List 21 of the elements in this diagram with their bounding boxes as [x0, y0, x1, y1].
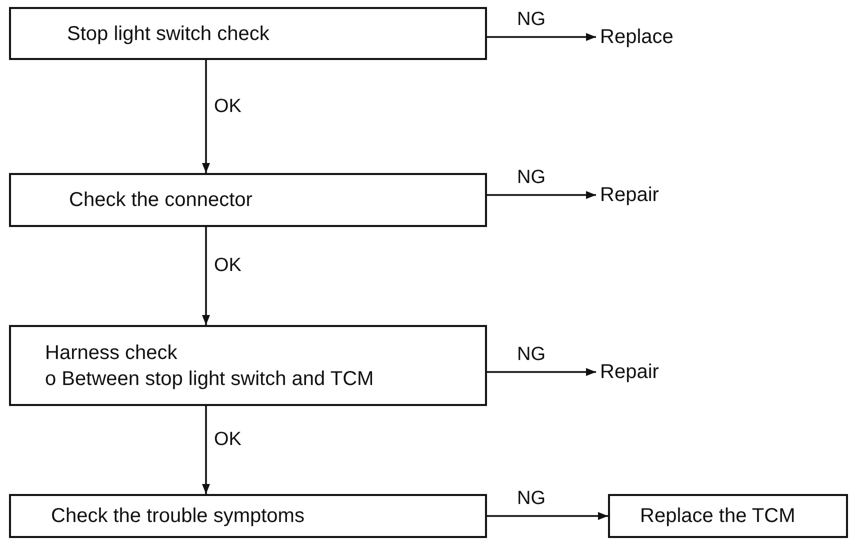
process-box: [9, 7, 487, 60]
process-box: [608, 494, 848, 538]
process-box: [9, 494, 487, 538]
arrow: [487, 368, 596, 376]
process-box: [9, 325, 487, 406]
arrow: [487, 33, 596, 41]
box-text: Check the connector: [69, 188, 254, 213]
outcome-text: Replace: [600, 25, 674, 50]
arrow: [202, 60, 210, 173]
process-box: [9, 173, 487, 227]
outcome-text: Repair: [600, 360, 660, 385]
arrow: [487, 191, 596, 199]
arrow: [487, 512, 608, 520]
box-text: Stop light switch check: [67, 22, 270, 46]
box-subtext: o Between stop light switch and TCM: [45, 366, 375, 392]
outcome-text: Repair: [600, 183, 660, 208]
arrow: [202, 406, 210, 494]
box-text: Check the trouble symptoms: [51, 504, 306, 529]
box-text: Replace the TCM: [640, 504, 796, 529]
box-text: Harness check: [45, 340, 178, 366]
arrow: [202, 227, 210, 325]
